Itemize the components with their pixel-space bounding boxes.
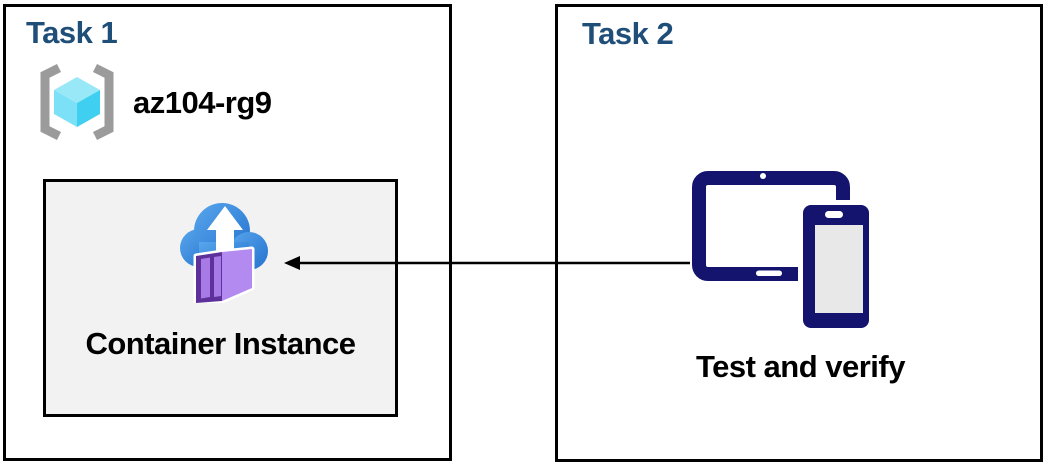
phone-speaker bbox=[825, 211, 843, 218]
arrowhead-left bbox=[284, 256, 300, 270]
devices-label: Test and verify bbox=[695, 349, 906, 384]
tablet-home-button bbox=[756, 270, 782, 276]
container-instance-box: Container Instance bbox=[43, 179, 398, 417]
phone-shape bbox=[798, 200, 874, 332]
cube-glyph bbox=[54, 77, 100, 127]
task2-panel: Task 2 Test and verify bbox=[555, 4, 1043, 462]
devices-icon bbox=[692, 171, 874, 332]
resource-group-icon bbox=[40, 63, 114, 141]
container-shape bbox=[193, 246, 255, 303]
task2-title: Task 2 bbox=[582, 16, 674, 51]
phone-screen bbox=[815, 225, 863, 313]
tablet-camera-dot bbox=[760, 173, 766, 179]
container-instances-icon bbox=[180, 203, 268, 303]
task1-panel: Task 1 az104-rg9 bbox=[3, 4, 452, 461]
bracket-left bbox=[40, 63, 62, 141]
container-instance-label: Container Instance bbox=[85, 326, 356, 361]
resource-group-name: az104-rg9 bbox=[133, 85, 272, 120]
connector-arrow bbox=[284, 256, 690, 270]
bracket-right bbox=[92, 63, 114, 141]
task1-title: Task 1 bbox=[26, 15, 118, 50]
